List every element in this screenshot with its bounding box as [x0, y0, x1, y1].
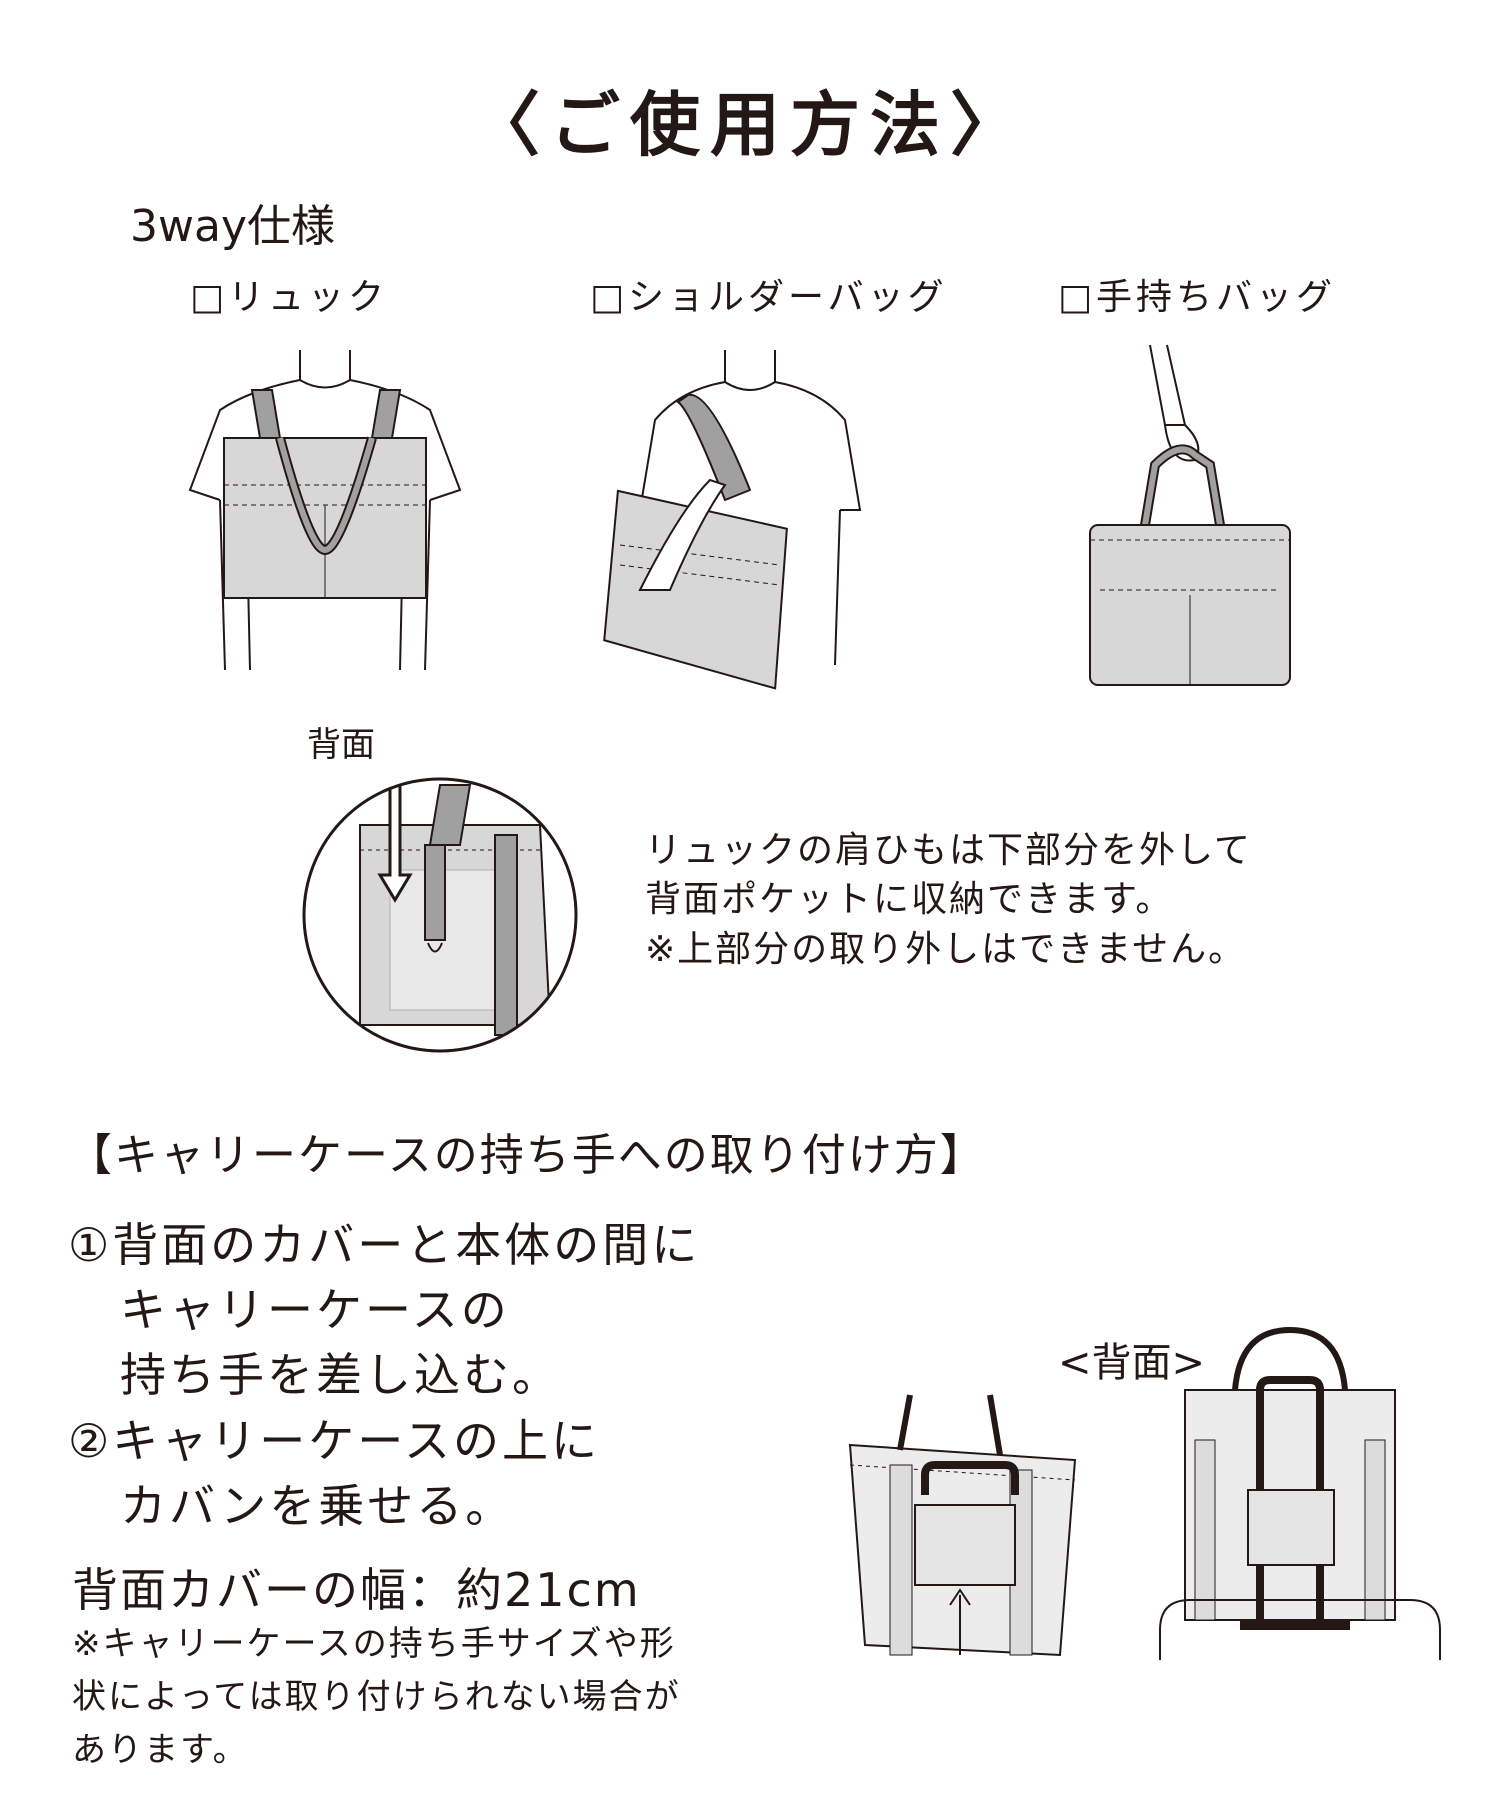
spec-subtitle: 3way仕様	[130, 201, 335, 252]
mode-label-shoulder: □ショルダーバッグ	[590, 277, 948, 318]
handbag-illustration	[1089, 344, 1291, 686]
back-note-line: リュックの肩ひもは下部分を外して	[645, 830, 1252, 871]
step-line: ②キャリーケースの上に	[68, 1414, 600, 1468]
footnote-line: あります。	[72, 1730, 249, 1770]
footnote-line: ※キャリーケースの持ち手サイズや形	[72, 1624, 676, 1664]
back-view-tag: <背面>	[1058, 1340, 1206, 1386]
carry-mounted-illustration	[1159, 1326, 1441, 1660]
mode-label-handbag: □手持ちバッグ	[1058, 277, 1337, 318]
step-line: キャリーケースの	[120, 1283, 510, 1337]
shoulder-bag-illustration	[603, 350, 862, 690]
carry-insert-illustration	[848, 1394, 1077, 1657]
backpack-illustration	[188, 350, 462, 671]
back-note-line: ※上部分の取り外しはできません。	[645, 929, 1247, 970]
back-detail-label: 背面	[307, 725, 375, 765]
footnote-line: 状によっては取り付けられない場合が	[72, 1677, 681, 1717]
step-line: 持ち手を差し込む。	[120, 1348, 561, 1402]
step-line: カバンを乗せる。	[120, 1479, 515, 1533]
step-line: ①背面のカバーと本体の間に	[68, 1218, 701, 1272]
carry-attach-heading: 【キャリーケースの持ち手への取り付け方】	[68, 1130, 986, 1181]
mode-label-backpack: □リュック	[190, 277, 389, 318]
back-note-line: 背面ポケットに収納できます。	[645, 879, 1174, 920]
page-title: 〈ご使用方法〉	[470, 84, 1030, 166]
cover-width-text: 背面カバーの幅：約21cm	[72, 1563, 641, 1617]
back-pocket-detail-illustration	[302, 777, 578, 1053]
